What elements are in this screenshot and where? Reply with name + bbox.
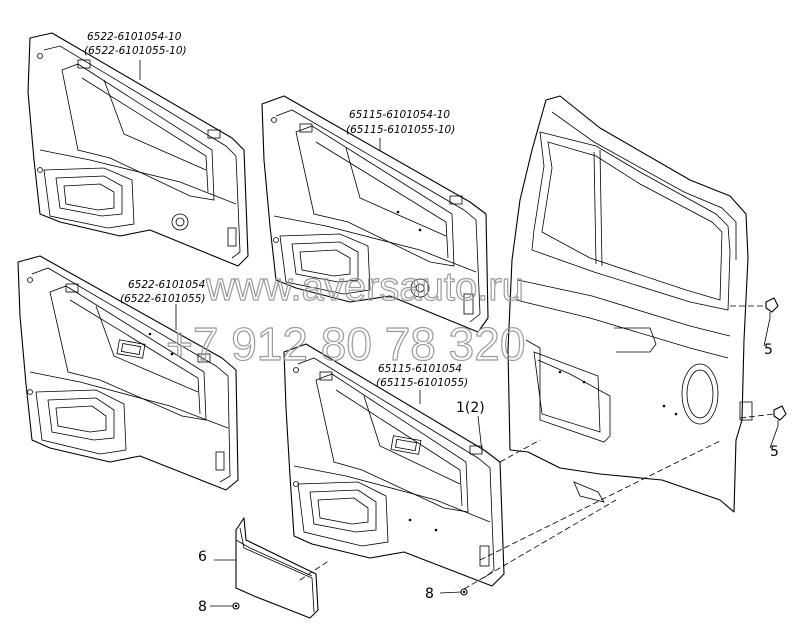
label-mid-right-line1: 65115-6101054 — [378, 363, 462, 375]
door-trim-panel-65115-10 — [261, 95, 489, 333]
watermark: www.aversauto.ru +7 912 80 78 320 — [165, 264, 526, 370]
door-trim-panel-6522 — [17, 255, 239, 491]
ref-1-2: 1(2) — [456, 400, 485, 416]
label-mid-right-line2: (65115-6101055) — [376, 377, 468, 389]
part-labels: 6522-6101054-10 (6522-6101055-10) 65115-… — [84, 31, 779, 615]
label-top-right-line2: (65115-6101055-10) — [346, 124, 455, 136]
door-trim-panel-6522-10 — [27, 32, 249, 267]
ref-5-lower: 5 — [770, 444, 779, 460]
clip-part-5-lower — [773, 405, 787, 426]
label-mid-left-line2: (6522-6101055) — [120, 293, 205, 305]
pocket-cover-part-6 — [235, 517, 319, 619]
ref-8-left: 8 — [198, 599, 207, 615]
label-mid-left-line1: 6522-6101054 — [128, 279, 205, 291]
door-trim-panel-65115 — [283, 343, 505, 587]
label-top-left-line2: (6522-6101055-10) — [84, 45, 187, 57]
screw-part-8-right — [460, 588, 468, 596]
assembly-lines — [299, 305, 775, 590]
ref-8-right: 8 — [425, 586, 434, 602]
screw-part-8-left — [232, 602, 240, 610]
watermark-url: www.aversauto.ru — [205, 265, 524, 309]
leader-lines — [139, 60, 779, 607]
ref-6: 6 — [198, 549, 207, 565]
door-frame — [507, 95, 753, 513]
label-top-right-line1: 65115-6101054-10 — [349, 109, 450, 121]
watermark-phone: +7 912 80 78 320 — [166, 318, 525, 370]
clip-part-5-upper — [765, 297, 779, 318]
ref-5-upper: 5 — [764, 342, 773, 358]
label-top-left-line1: 6522-6101054-10 — [87, 31, 182, 43]
